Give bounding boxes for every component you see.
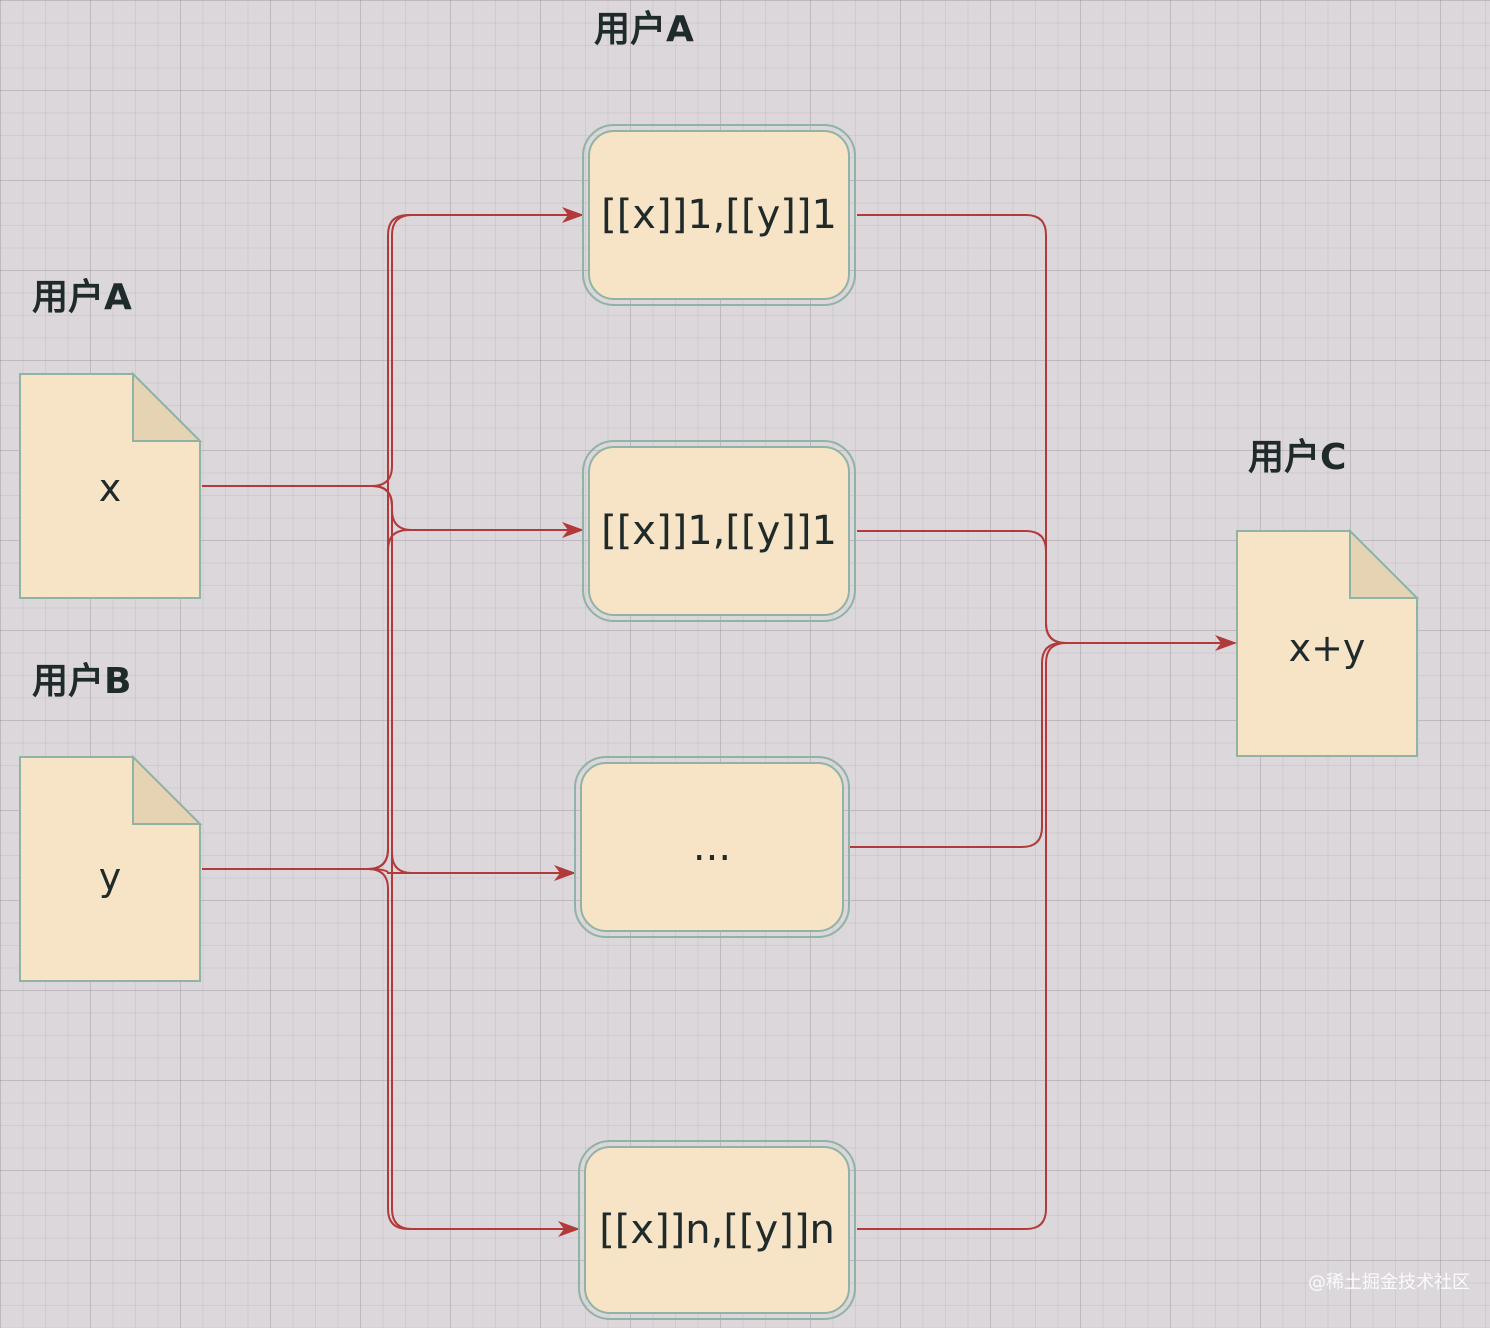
share-box-1b-text: [[x]]1,[[y]]1 — [601, 508, 837, 554]
share-box-1a-text: [[x]]1,[[y]]1 — [601, 192, 837, 238]
document-x-fold — [132, 371, 203, 442]
share-box-ellipsis-text: ... — [692, 824, 732, 870]
connectors-from-x — [202, 207, 584, 1230]
document-x-text: x — [98, 466, 122, 510]
document-sum-fold — [1349, 528, 1420, 599]
share-box-n-text: [[x]]n,[[y]]n — [599, 1207, 835, 1253]
connectors-to-sum — [849, 214, 1237, 1230]
document-sum-text: x+y — [1288, 626, 1366, 670]
document-y-text: y — [98, 855, 122, 899]
label-top-user-a: 用户A — [594, 9, 694, 50]
document-y-fold — [132, 754, 203, 825]
share-box-1a: [[x]]1,[[y]]1 — [582, 124, 856, 306]
share-box-1b: [[x]]1,[[y]]1 — [582, 440, 856, 622]
watermark: @稀土掘金技术社区 — [1308, 1272, 1470, 1293]
label-user-c: 用户C — [1248, 437, 1347, 478]
share-box-n: [[x]]n,[[y]]n — [578, 1140, 856, 1320]
label-user-a: 用户A — [32, 277, 132, 318]
connectors-from-y — [202, 214, 582, 1237]
label-user-b: 用户B — [32, 661, 132, 702]
share-box-ellipsis: ... — [574, 756, 850, 938]
